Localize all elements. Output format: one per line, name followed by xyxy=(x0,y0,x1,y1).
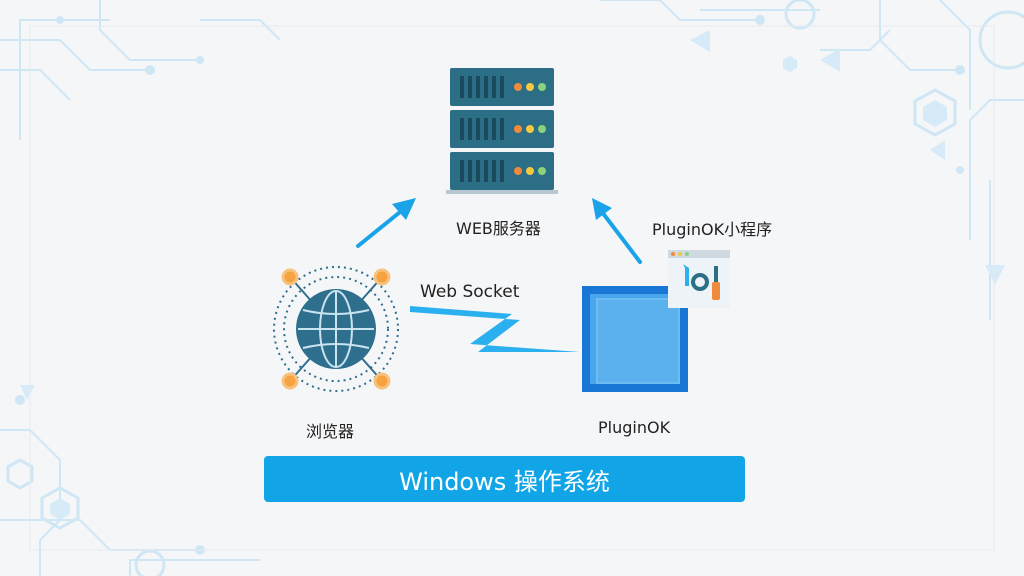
hexagon-fill-decoration xyxy=(50,56,947,520)
lightning-bolt-icon xyxy=(410,306,580,352)
hexagon-decoration xyxy=(6,0,1024,576)
circuit-nodes xyxy=(15,15,965,555)
server-label: WEB服务器 xyxy=(456,219,541,238)
os-bar-label: Windows 操作系统 xyxy=(399,467,610,496)
browser-label: 浏览器 xyxy=(306,422,355,441)
arrow-browser-to-server xyxy=(356,198,416,248)
os-bar: Windows 操作系统 xyxy=(264,456,745,502)
server-rack-icon xyxy=(446,68,558,194)
settings-tools-icon xyxy=(668,250,730,308)
triangle-decoration xyxy=(20,30,1005,400)
content-frame xyxy=(29,25,995,551)
mini-program-label: PluginOK小程序 xyxy=(652,220,773,239)
websocket-label: Web Socket xyxy=(420,282,520,302)
globe-network-icon xyxy=(273,266,399,392)
arrow-plugin-to-server xyxy=(592,198,642,264)
plugin-label: PluginOK xyxy=(598,418,671,437)
app-window-icon xyxy=(582,286,688,392)
